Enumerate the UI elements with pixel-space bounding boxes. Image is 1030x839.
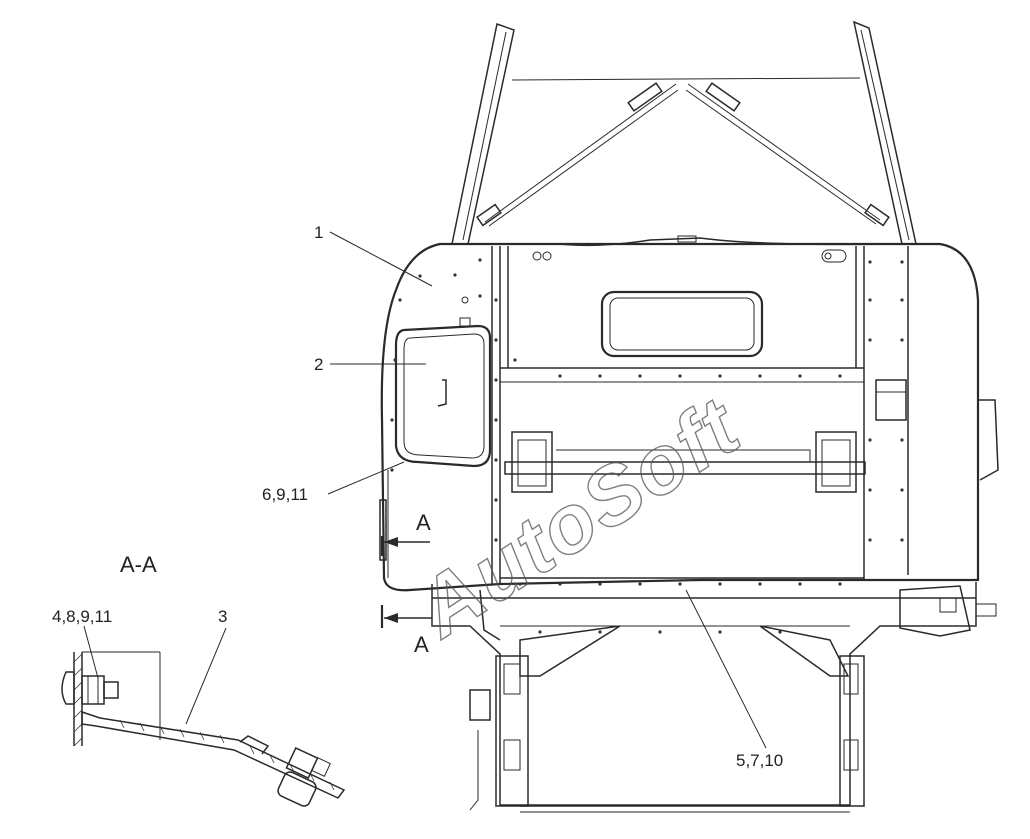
- callout-2: 2: [314, 355, 323, 374]
- callout-3: 3: [218, 607, 227, 626]
- rivets: [390, 258, 904, 586]
- roof-hatch-frame: [451, 20, 917, 247]
- watermark: AutoSoft: [401, 380, 757, 656]
- section-marker-bottom: [380, 605, 432, 628]
- section-marker-top: [380, 536, 430, 556]
- section-title: A-A: [120, 552, 157, 577]
- cab-body: [379, 242, 999, 592]
- callout-5-7-10: 5,7,10: [736, 751, 783, 770]
- leader-lines: [83, 231, 767, 749]
- section-aa-detail: [61, 651, 346, 807]
- callout-6-9-11: 6,9,11: [262, 485, 308, 504]
- callout-4-8-9-11: 4,8,9,11: [52, 607, 112, 626]
- section-marker-top-label: A: [416, 510, 431, 535]
- section-marker-bottom-label: A: [414, 632, 429, 657]
- callout-1: 1: [314, 223, 323, 242]
- chassis-frame: [431, 582, 997, 813]
